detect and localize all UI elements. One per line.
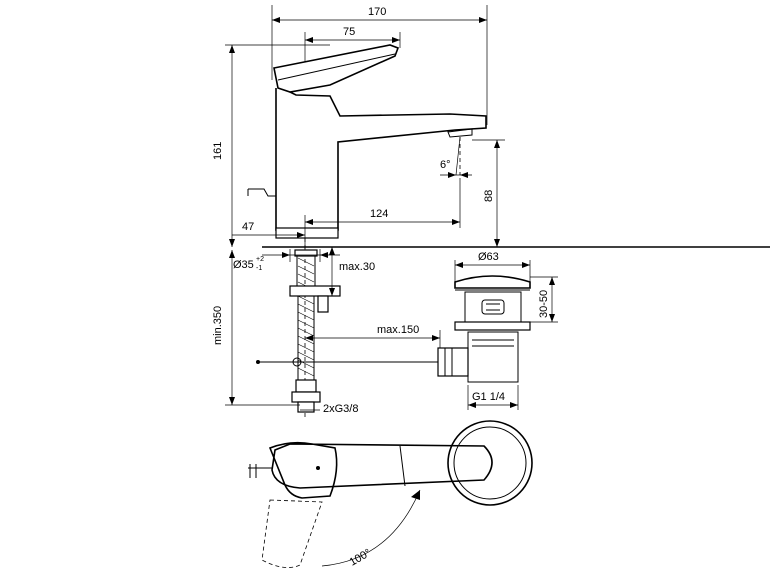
- faucet-plan-view: 100°: [248, 420, 533, 569]
- dimension-min-depth: min.350: [212, 250, 300, 406]
- label-spout-reach: 124: [370, 208, 388, 220]
- label-min-depth: min.350: [212, 306, 224, 345]
- label-waste-diameter: Ø63: [478, 251, 499, 263]
- label-overall-width: 170: [368, 6, 386, 18]
- dimension-overall-width: 170: [271, 5, 488, 125]
- label-mount-hole: Ø35: [233, 259, 254, 271]
- dimension-lever-width: 75: [304, 26, 401, 62]
- dimension-mount-hole: Ø35 +2 -1: [233, 249, 340, 272]
- faucet-elevation: [247, 44, 770, 248]
- waste-assembly: Ø63 30-50 G1 1/4: [437, 251, 558, 410]
- dimension-spout-reach: 124: [305, 178, 461, 228]
- label-body-offset: 47: [242, 221, 254, 233]
- dimension-spout-angle: 6°: [440, 136, 472, 178]
- label-connections: 2xG3/8: [323, 403, 358, 415]
- label-waste-thread: G1 1/4: [472, 391, 505, 403]
- label-waste-deck: 30-50: [538, 290, 550, 318]
- label-max-rod: max.150: [377, 324, 419, 336]
- label-max-deck: max.30: [339, 261, 375, 273]
- label-mount-hole-tol-upper: +2: [256, 256, 264, 263]
- dimension-max-deck: max.30: [329, 247, 375, 296]
- label-mount-hole-tol-lower: -1: [256, 265, 262, 272]
- label-lever-width: 75: [343, 26, 355, 38]
- dimension-connections: 2xG3/8: [300, 403, 358, 415]
- dimension-overall-height: 161: [212, 44, 330, 247]
- label-spout-height: 88: [483, 190, 495, 202]
- label-spout-angle: 6°: [440, 159, 451, 171]
- dimension-spout-height: 88: [472, 139, 505, 247]
- label-overall-height: 161: [212, 142, 224, 160]
- label-lever-rotation: 100°: [348, 547, 374, 569]
- dimension-max-rod: max.150: [305, 324, 441, 352]
- dimension-body-offset: 47: [232, 215, 306, 250]
- mounting-assembly: [256, 238, 440, 420]
